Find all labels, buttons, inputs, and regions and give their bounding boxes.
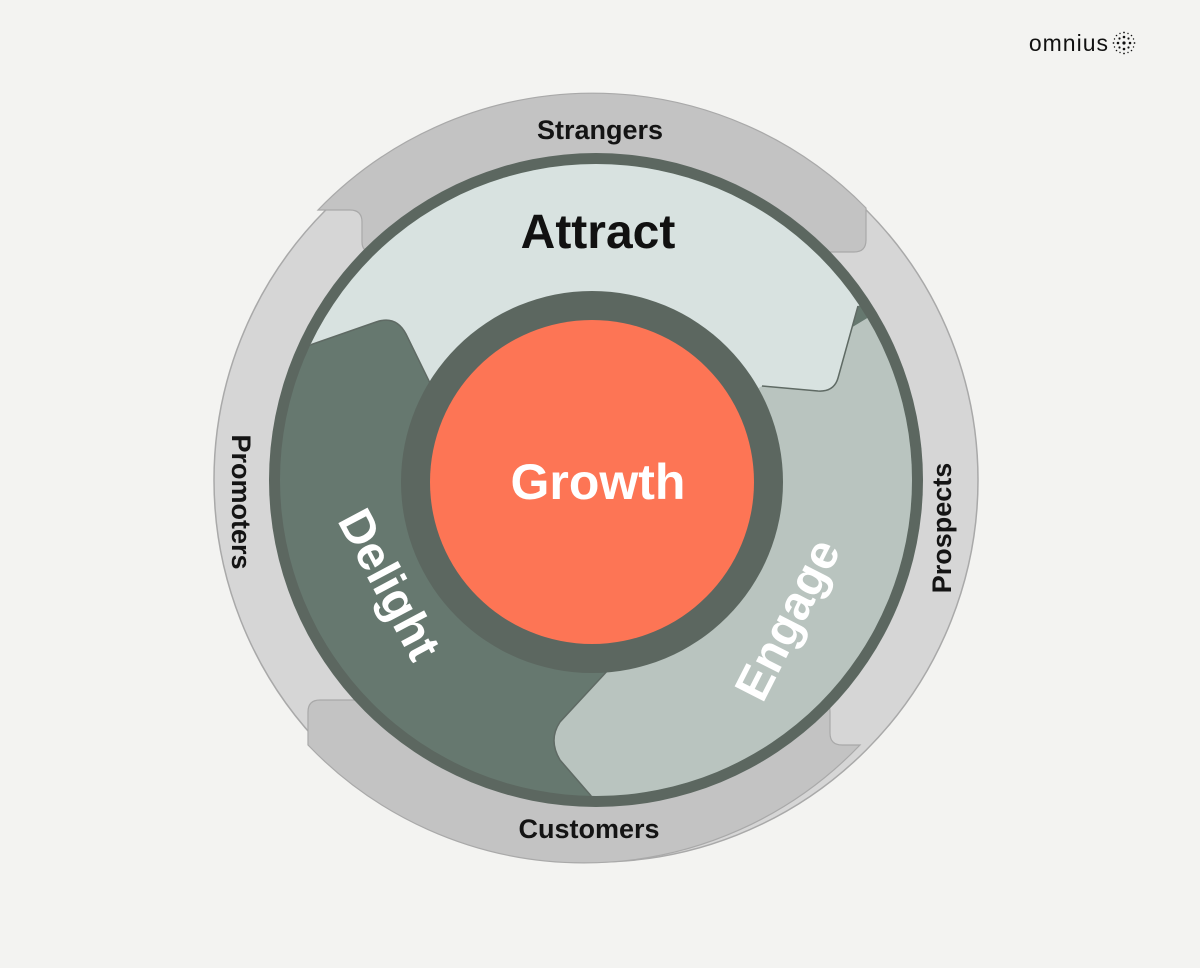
growth-circle [430, 320, 754, 644]
growth-label: Growth [511, 454, 686, 510]
brand-name: omnius [1029, 30, 1109, 56]
outer-label-left: Promoters [226, 434, 256, 569]
outer-label-right: Prospects [927, 463, 957, 594]
attract-label: Attract [521, 206, 676, 259]
outer-label-bottom: Customers [518, 814, 659, 844]
outer-label-top: Strangers [537, 115, 663, 145]
dotted-sphere-icon [1112, 31, 1136, 55]
brand-logo: omnius [1029, 30, 1136, 56]
